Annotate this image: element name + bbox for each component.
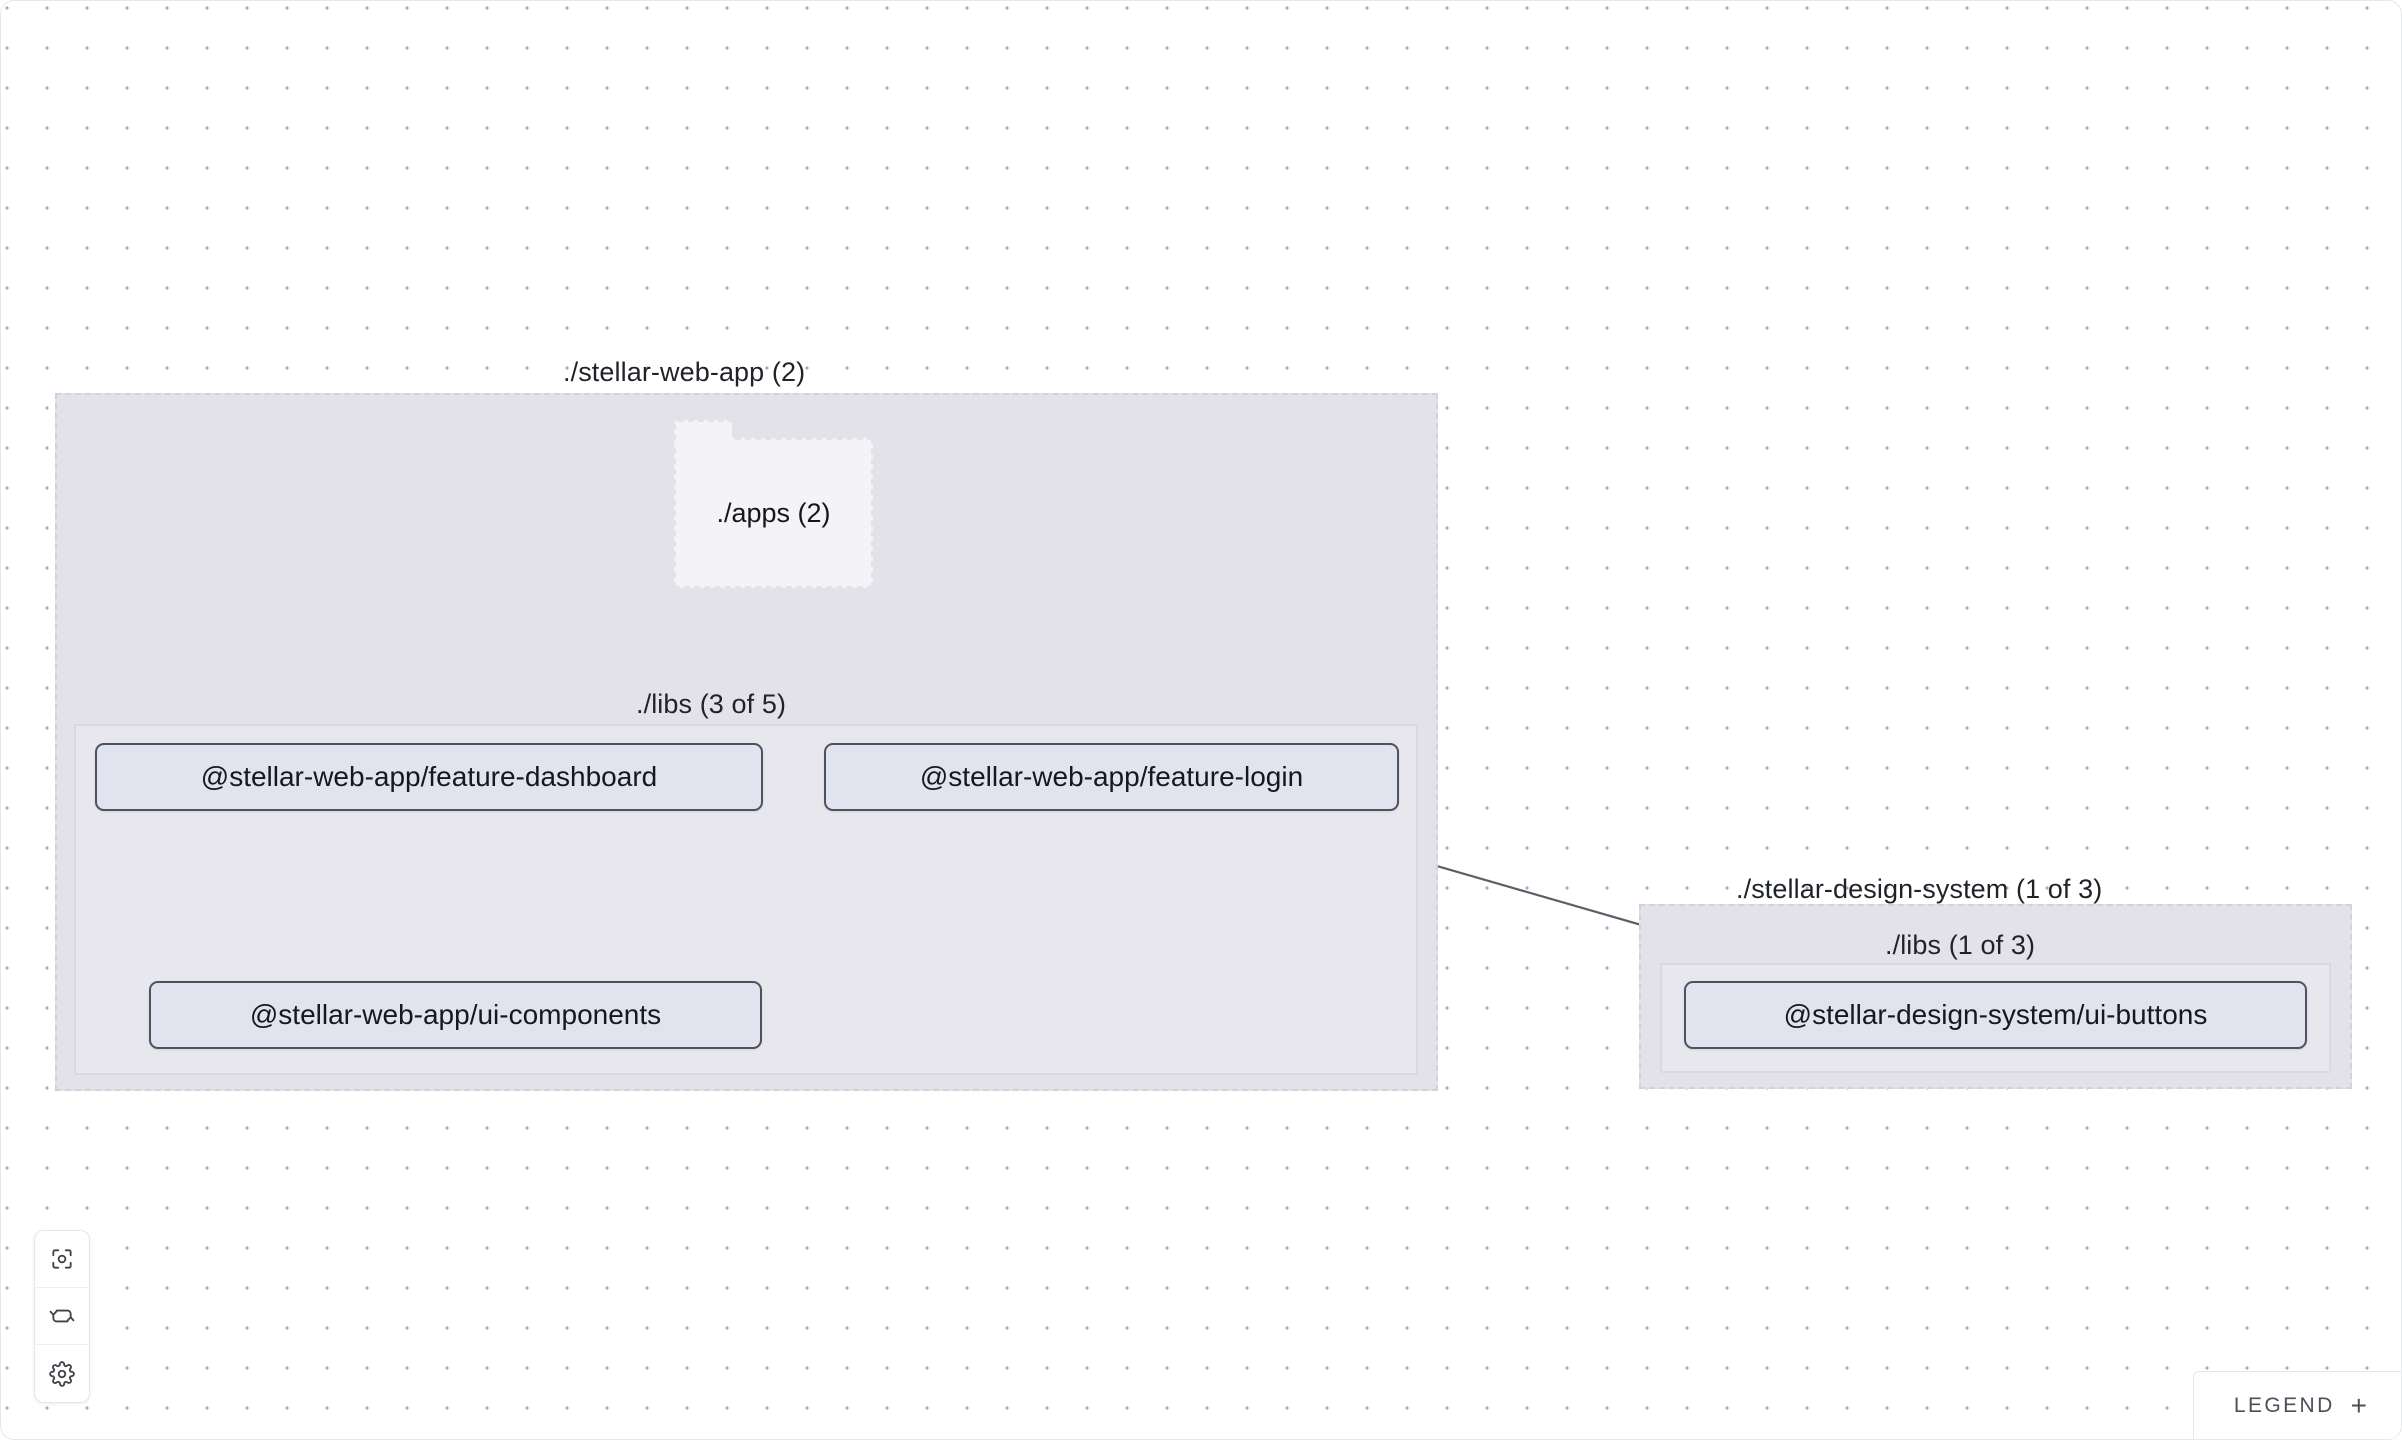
refresh-button[interactable] bbox=[35, 1288, 89, 1345]
legend-toggle[interactable]: LEGEND + bbox=[2192, 1371, 2401, 1439]
group-label-stellar-web-app-libs: ./libs (3 of 5) bbox=[636, 689, 787, 719]
node-feature-dashboard-label: @stellar-web-app/feature-dashboard bbox=[200, 761, 658, 792]
legend-label: LEGEND bbox=[2233, 1393, 2335, 1417]
gear-icon bbox=[49, 1360, 75, 1387]
legend-expand-icon: + bbox=[2350, 1389, 2367, 1421]
group-label-stellar-design-system-libs: ./libs (1 of 3) bbox=[1885, 930, 2036, 960]
canvas-toolbar[interactable] bbox=[34, 1230, 90, 1403]
node-feature-login-label: @stellar-web-app/feature-login bbox=[919, 761, 1304, 792]
folder-node-apps-label: ./apps (2) bbox=[716, 497, 831, 528]
group-label-stellar-web-app: ./stellar-web-app (2) bbox=[563, 357, 806, 387]
focus-button[interactable] bbox=[35, 1231, 89, 1288]
folder-tab-shape bbox=[674, 420, 732, 444]
node-ui-buttons[interactable]: @stellar-design-system/ui-buttons bbox=[1684, 981, 2307, 1049]
node-feature-dashboard[interactable]: @stellar-web-app/feature-dashboard bbox=[95, 743, 763, 811]
node-ui-buttons-label: @stellar-design-system/ui-buttons bbox=[1783, 999, 2208, 1030]
focus-target-icon bbox=[52, 1249, 72, 1269]
node-feature-login[interactable]: @stellar-web-app/feature-login bbox=[824, 743, 1399, 811]
settings-button[interactable] bbox=[35, 1345, 89, 1402]
node-ui-components[interactable]: @stellar-web-app/ui-components bbox=[149, 981, 762, 1049]
node-ui-components-label: @stellar-web-app/ui-components bbox=[249, 999, 662, 1030]
refresh-sync-icon bbox=[49, 1309, 75, 1323]
group-label-stellar-design-system: ./stellar-design-system (1 of 3) bbox=[1736, 874, 2103, 904]
folder-node-apps[interactable]: ./apps (2) bbox=[674, 420, 873, 588]
